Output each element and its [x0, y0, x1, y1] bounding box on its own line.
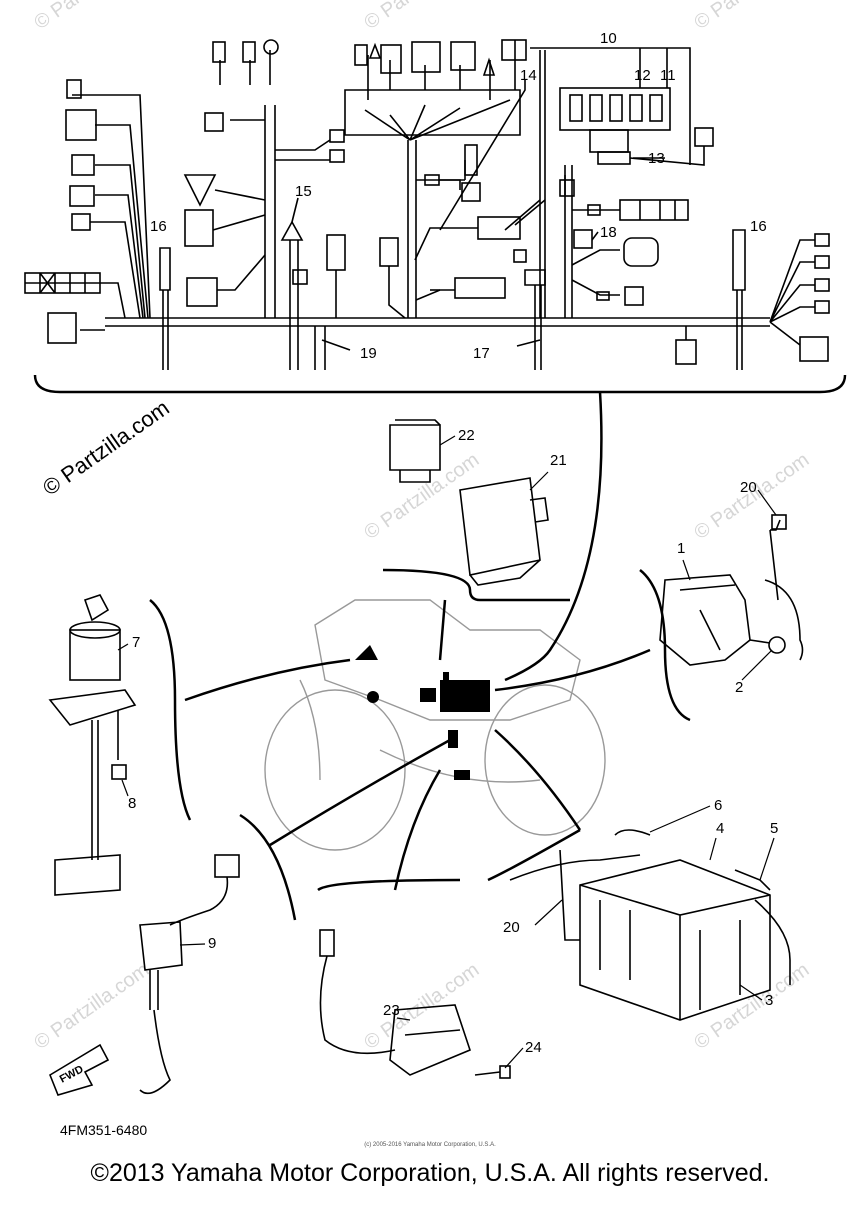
callout-22: 22 [458, 427, 475, 444]
watermark-7: © Partzilla.com [360, 959, 483, 1054]
callout-11: 11 [660, 67, 676, 84]
callout-21: 21 [550, 452, 567, 469]
callout-12: 12 [634, 67, 651, 84]
copyright-footer: ©2013 Yamaha Motor Corporation, U.S.A. A… [90, 1159, 770, 1187]
callout-3: 3 [765, 992, 773, 1009]
callout-4: 4 [716, 820, 724, 837]
main-switch-7 [48, 594, 137, 896]
battery-3 [509, 829, 791, 1021]
watermark-5: © Partzilla.com [690, 449, 813, 544]
watermark-8: © Partzilla.com [690, 959, 813, 1054]
callout-17: 17 [473, 345, 490, 362]
motorcycle-parts [355, 645, 490, 780]
relay-23 [319, 929, 511, 1079]
fwd-arrow [49, 1043, 110, 1096]
callout-18: 18 [600, 224, 617, 241]
wire-harness [24, 39, 847, 394]
callout-13: 13 [648, 150, 665, 167]
pointer-lines [149, 391, 691, 921]
callout-labels: 10 12 11 14 13 15 16 16 18 19 17 22 21 2… [58, 30, 779, 1086]
callout-20-bottom: 20 [503, 919, 520, 936]
callout-19: 19 [360, 345, 377, 362]
motorcycle-outline [264, 599, 606, 851]
callout-16-right: 16 [750, 218, 767, 235]
callout-15: 15 [295, 183, 312, 200]
callout-2: 2 [735, 679, 743, 696]
watermark-6: © Partzilla.com [30, 959, 153, 1054]
wire-20-right [764, 514, 804, 661]
callout-1: 1 [677, 540, 685, 557]
sensor-9 [139, 854, 240, 1095]
starter-relay-1 [659, 574, 786, 666]
watermark-1: © Partzilla.com [30, 0, 153, 34]
callout-23: 23 [383, 1002, 400, 1019]
watermark-2: © Partzilla.com [360, 0, 483, 34]
callout-20-top: 20 [740, 479, 757, 496]
tiny-copyright-notice: (c) 2005-2016 Yamaha Motor Corporation, … [364, 1142, 496, 1148]
callout-9: 9 [208, 935, 216, 952]
callout-7: 7 [132, 634, 140, 651]
callout-leaders [117, 435, 777, 1069]
callout-14: 14 [520, 67, 537, 84]
callout-10: 10 [600, 30, 617, 47]
relay-21 [459, 477, 549, 586]
callout-24: 24 [525, 1039, 542, 1056]
callout-8: 8 [128, 795, 136, 812]
watermark-3: © Partzilla.com [690, 0, 813, 34]
part-code: 4FM351-6480 [60, 1122, 148, 1138]
callout-5: 5 [770, 820, 778, 837]
callout-6: 6 [714, 797, 722, 814]
callout-16-left: 16 [150, 218, 167, 235]
watermark-group: © Partzilla.com © Partzilla.com © Partzi… [30, 0, 813, 1054]
fwd-label: FWD [58, 1063, 86, 1085]
relay-22 [389, 419, 441, 483]
